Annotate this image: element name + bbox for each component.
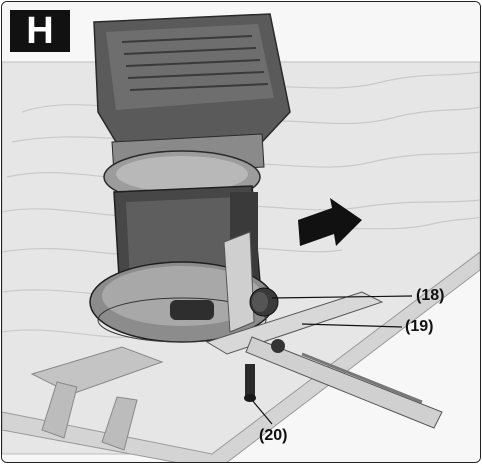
- callout-19: (19): [405, 318, 434, 335]
- callout-18: (18): [416, 287, 445, 304]
- figure-badge: H: [10, 10, 70, 52]
- direction-arrow-icon: [298, 198, 362, 246]
- callout-20: (20): [259, 427, 288, 444]
